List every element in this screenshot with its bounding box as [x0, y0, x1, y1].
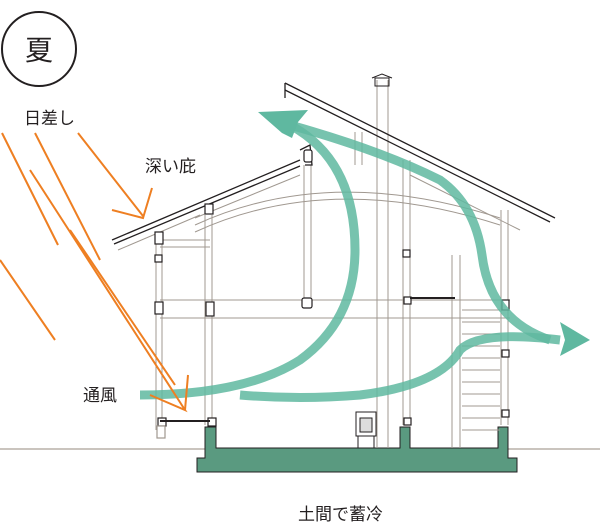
airflow-arrowhead-top: [258, 110, 308, 138]
stove-icon: [355, 411, 377, 448]
season-badge: 夏: [1, 11, 77, 87]
airflow-path-roof: [288, 120, 552, 345]
label-deep-eaves: 深い庇: [145, 157, 196, 177]
sun-ray-arrows: [0, 132, 189, 413]
label-ventilation: 通風: [83, 386, 117, 406]
earth-floor-slab: [196, 426, 518, 473]
chimney: [371, 73, 393, 87]
staircase: [462, 309, 500, 431]
label-sunlight: 日差し: [24, 109, 75, 129]
label-earth-floor: 土間で蓄冷: [298, 505, 383, 525]
season-label: 夏: [24, 34, 53, 67]
airflow-path-through: [239, 332, 561, 402]
airflow-arrowhead-right: [560, 322, 590, 356]
airflow-arrows: [139, 120, 561, 402]
airflow-path-up: [139, 121, 360, 400]
